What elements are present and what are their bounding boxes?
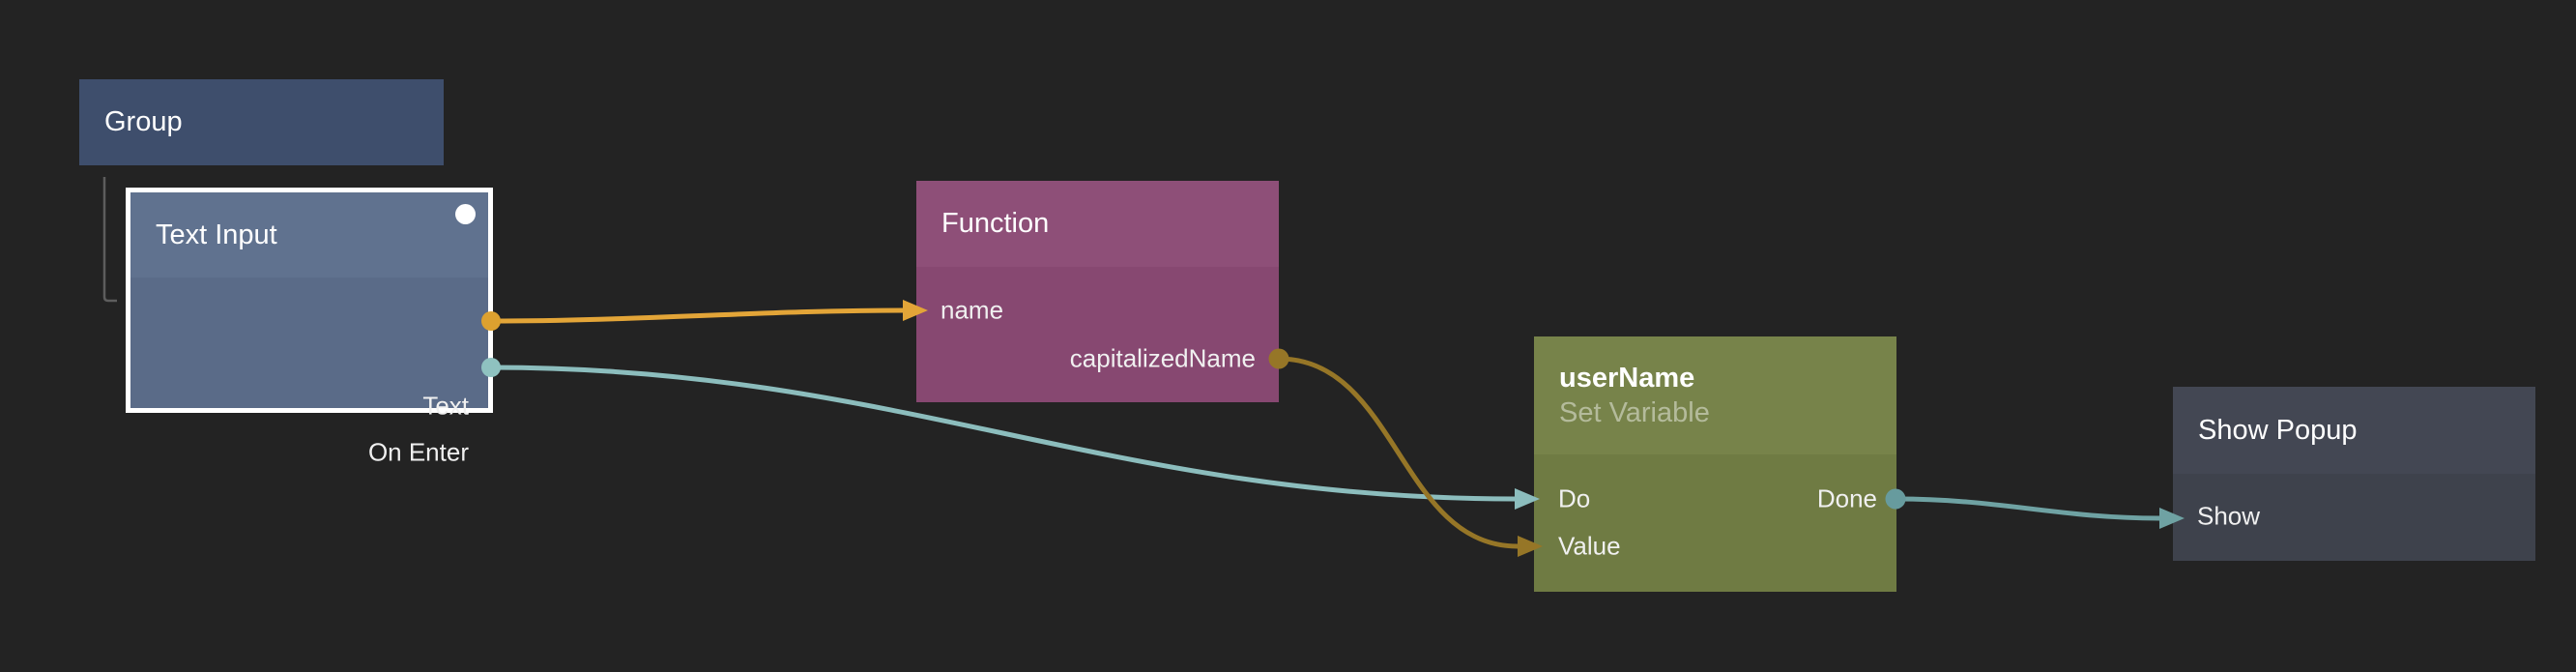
do-input-arrow-icon[interactable] — [1515, 488, 1540, 510]
show-popup-header: Show Popup — [2173, 387, 2535, 474]
done-output-port-dot[interactable] — [1885, 488, 1906, 510]
wire-text-to-name[interactable] — [488, 307, 906, 324]
node-set-variable[interactable]: userName Set Variable Do Value Done — [1534, 336, 1896, 592]
port-show-input[interactable]: Show — [2197, 501, 2261, 531]
node-show-popup[interactable]: Show Popup Show — [2173, 387, 2535, 561]
group-child-tree-line — [102, 177, 117, 303]
port-capitalizedname-output[interactable]: capitalizedName — [1069, 343, 1256, 373]
value-input-arrow-icon[interactable] — [1518, 536, 1543, 557]
function-node-title: Function — [941, 208, 1050, 239]
set-variable-node-title: userName — [1559, 363, 1695, 394]
set-variable-body: Do Value Done — [1534, 454, 1896, 592]
group-node-title: Group — [104, 106, 183, 137]
connection-health-indicator-icon — [455, 204, 476, 224]
wire-done-to-show[interactable] — [1893, 496, 2162, 521]
function-body: name capitalizedName — [916, 267, 1279, 402]
wire-capitalizedname-to-value[interactable] — [1276, 356, 1520, 549]
node-function[interactable]: Function name capitalizedName — [916, 181, 1279, 402]
port-do-input[interactable]: Do — [1558, 483, 1591, 513]
on-enter-output-port-dot[interactable] — [481, 358, 501, 377]
port-on-enter-output[interactable]: On Enter — [367, 437, 469, 467]
port-done-output[interactable]: Done — [1816, 483, 1877, 513]
set-variable-header: userName Set Variable — [1534, 336, 1896, 454]
node-text-input[interactable]: Text Input Text On Enter — [126, 188, 493, 467]
text-input-node-title: Text Input — [156, 219, 277, 250]
text-input-body: Text On Enter — [130, 278, 488, 467]
show-popup-node-title: Show Popup — [2198, 414, 2358, 446]
wire-onenter-to-do[interactable] — [488, 365, 1518, 502]
node-group[interactable]: Group — [79, 79, 444, 165]
text-output-port-dot[interactable] — [481, 311, 501, 331]
show-input-arrow-icon[interactable] — [2159, 508, 2185, 529]
port-text-output[interactable]: Text — [422, 391, 469, 421]
set-variable-node-subtitle: Set Variable — [1559, 397, 1710, 428]
port-value-input[interactable]: Value — [1558, 531, 1621, 561]
name-input-arrow-icon[interactable] — [903, 300, 928, 321]
function-header: Function — [916, 181, 1279, 267]
text-input-header: Text Input — [130, 192, 488, 278]
show-popup-body: Show — [2173, 474, 2535, 561]
port-name-input[interactable]: name — [941, 295, 1004, 325]
capitalizedname-output-port-dot[interactable] — [1268, 348, 1289, 369]
